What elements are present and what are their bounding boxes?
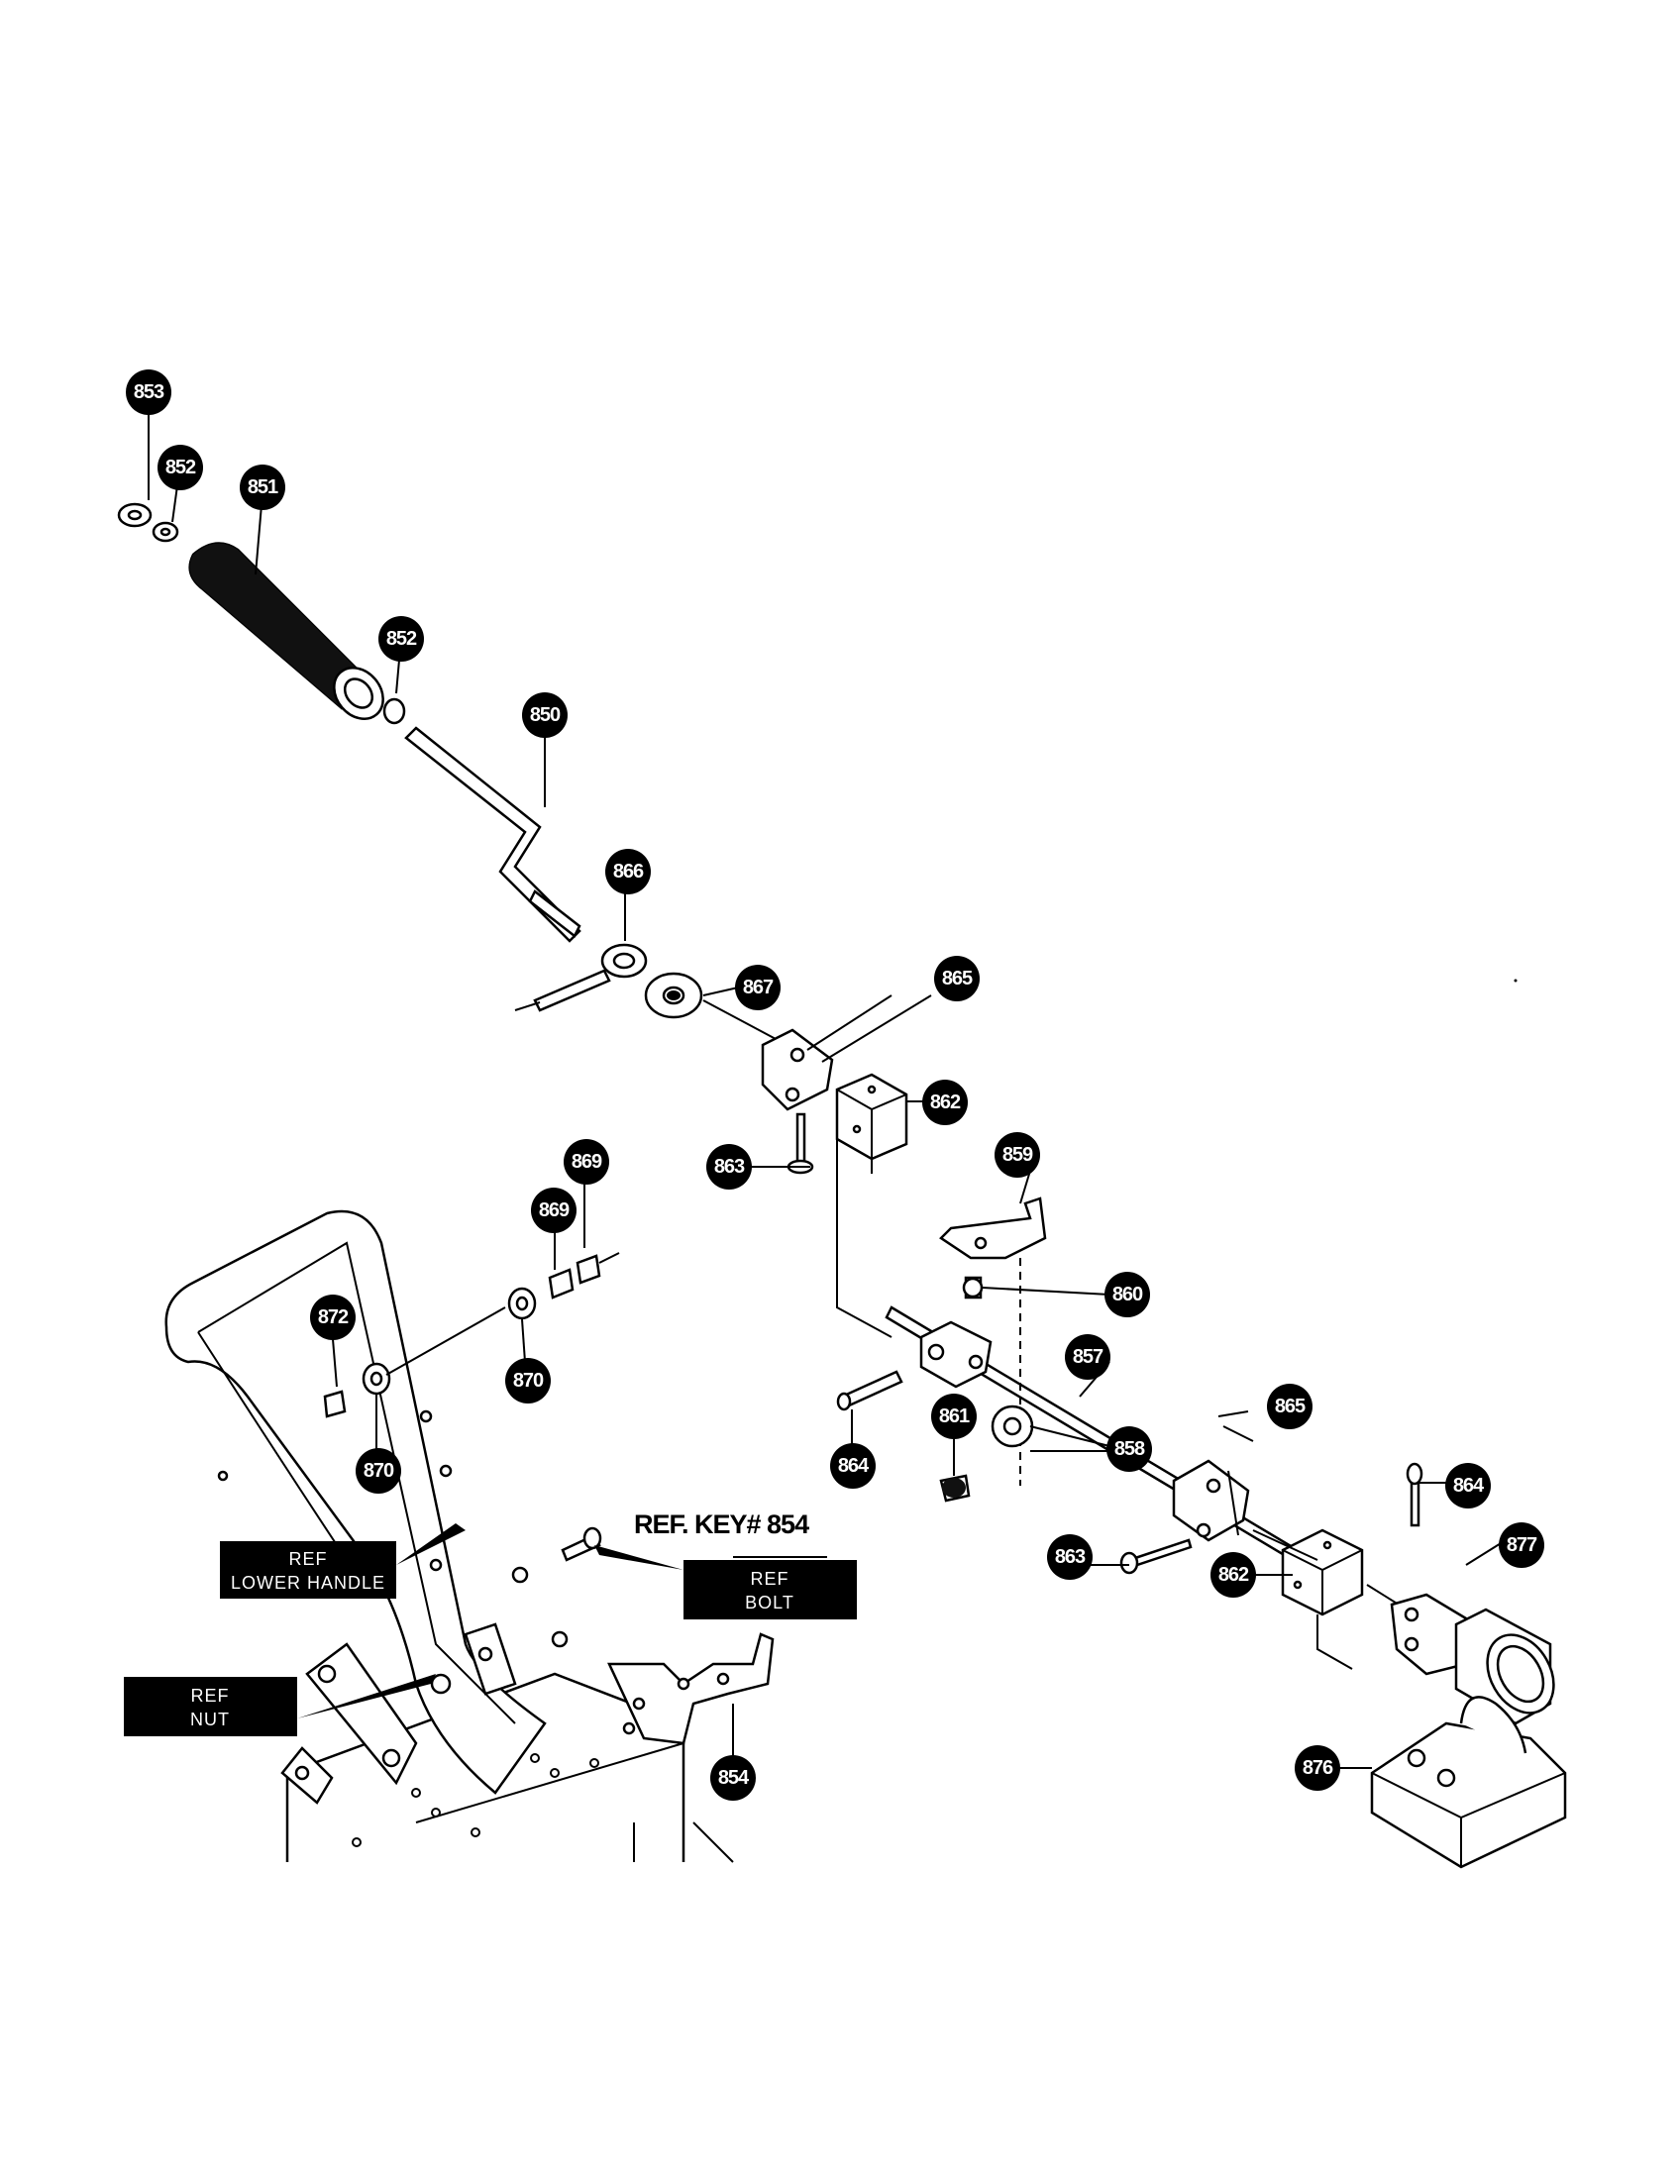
svg-text:870: 870 bbox=[364, 1460, 394, 1482]
ref-nut-label: REF NUT bbox=[124, 1677, 297, 1736]
pin-864-left bbox=[836, 1370, 903, 1411]
callout-860: 860 bbox=[1104, 1272, 1150, 1317]
lower-handle bbox=[164, 1209, 569, 1805]
callout-866: 866 bbox=[605, 849, 651, 894]
hardware-869-870-872 bbox=[323, 1252, 620, 1418]
svg-text:853: 853 bbox=[134, 381, 164, 403]
callout-850: 850 bbox=[522, 692, 568, 738]
callout-877: 877 bbox=[1499, 1522, 1544, 1568]
svg-text:LOWER HANDLE: LOWER HANDLE bbox=[231, 1573, 385, 1593]
clevis-upper bbox=[702, 994, 908, 1338]
svg-text:865: 865 bbox=[1275, 1396, 1306, 1417]
callout-863-lower: 863 bbox=[1047, 1534, 1093, 1580]
callout-867: 867 bbox=[735, 965, 781, 1010]
speck bbox=[1514, 979, 1518, 983]
ref-bolt-part bbox=[561, 1526, 602, 1562]
svg-text:REF: REF bbox=[289, 1549, 328, 1569]
callout-861: 861 bbox=[931, 1394, 977, 1439]
callout-854: 854 bbox=[710, 1755, 756, 1801]
washer-858 bbox=[939, 1404, 1034, 1503]
svg-text:852: 852 bbox=[165, 457, 196, 478]
ref-lower-handle-label: REF LOWER HANDLE bbox=[220, 1541, 396, 1599]
callout-852-upper: 852 bbox=[158, 445, 203, 490]
callout-863-upper: 863 bbox=[706, 1144, 752, 1190]
callout-864-right: 864 bbox=[1445, 1463, 1491, 1508]
svg-text:867: 867 bbox=[743, 977, 774, 998]
svg-text:865: 865 bbox=[942, 968, 973, 989]
svg-text:854: 854 bbox=[718, 1767, 750, 1789]
callout-858: 858 bbox=[1106, 1426, 1152, 1472]
callout-853: 853 bbox=[126, 369, 171, 415]
callout-872: 872 bbox=[310, 1295, 356, 1340]
svg-text:REF: REF bbox=[751, 1569, 789, 1589]
shift-lever bbox=[117, 502, 703, 1019]
callout-876: 876 bbox=[1295, 1745, 1340, 1791]
bracket-854 bbox=[607, 1632, 775, 1745]
svg-text:866: 866 bbox=[613, 861, 644, 883]
clevis-lower bbox=[1119, 1425, 1364, 1670]
callout-862-lower: 862 bbox=[1210, 1552, 1256, 1598]
svg-text:NUT: NUT bbox=[190, 1710, 230, 1729]
svg-text:870: 870 bbox=[513, 1370, 544, 1392]
callout-869-right: 869 bbox=[564, 1139, 609, 1185]
callout-852-lower: 852 bbox=[378, 616, 424, 662]
hitch-assembly bbox=[1366, 1462, 1567, 1869]
svg-text:864: 864 bbox=[1453, 1475, 1485, 1497]
callout-862-upper: 862 bbox=[922, 1080, 968, 1125]
callout-851: 851 bbox=[240, 465, 285, 510]
svg-text:BOLT: BOLT bbox=[745, 1593, 794, 1612]
svg-text:858: 858 bbox=[1114, 1438, 1145, 1460]
callout-869-left: 869 bbox=[531, 1188, 577, 1233]
mount-plate bbox=[430, 1622, 517, 1696]
svg-text:864: 864 bbox=[838, 1455, 870, 1477]
svg-text:857: 857 bbox=[1073, 1346, 1103, 1368]
svg-text:850: 850 bbox=[530, 704, 561, 726]
callout-857: 857 bbox=[1065, 1334, 1110, 1380]
ref-key-854-label: REF. KEY# 854 bbox=[634, 1509, 809, 1539]
callout-870-upper: 870 bbox=[505, 1358, 551, 1404]
ref-bolt-label: REF BOLT bbox=[683, 1560, 857, 1619]
svg-text:862: 862 bbox=[930, 1092, 961, 1113]
svg-text:869: 869 bbox=[539, 1199, 570, 1221]
callout-865-lower: 865 bbox=[1267, 1384, 1312, 1429]
svg-text:859: 859 bbox=[1002, 1144, 1033, 1166]
svg-text:REF: REF bbox=[191, 1686, 230, 1706]
svg-text:876: 876 bbox=[1303, 1757, 1333, 1779]
svg-text:872: 872 bbox=[318, 1306, 349, 1328]
svg-text:877: 877 bbox=[1507, 1534, 1537, 1556]
svg-text:862: 862 bbox=[1218, 1564, 1249, 1586]
svg-text:852: 852 bbox=[386, 628, 417, 650]
svg-text:860: 860 bbox=[1112, 1284, 1143, 1305]
callout-870-lower: 870 bbox=[356, 1448, 401, 1494]
svg-text:863: 863 bbox=[714, 1156, 745, 1178]
callout-859: 859 bbox=[995, 1132, 1040, 1178]
callout-865-upper: 865 bbox=[934, 956, 980, 1001]
svg-text:863: 863 bbox=[1055, 1546, 1086, 1568]
svg-text:851: 851 bbox=[248, 476, 278, 498]
svg-text:861: 861 bbox=[939, 1405, 970, 1427]
callout-864-left: 864 bbox=[830, 1443, 876, 1489]
bracket-859 bbox=[919, 1196, 1047, 1486]
svg-text:869: 869 bbox=[572, 1151, 602, 1173]
